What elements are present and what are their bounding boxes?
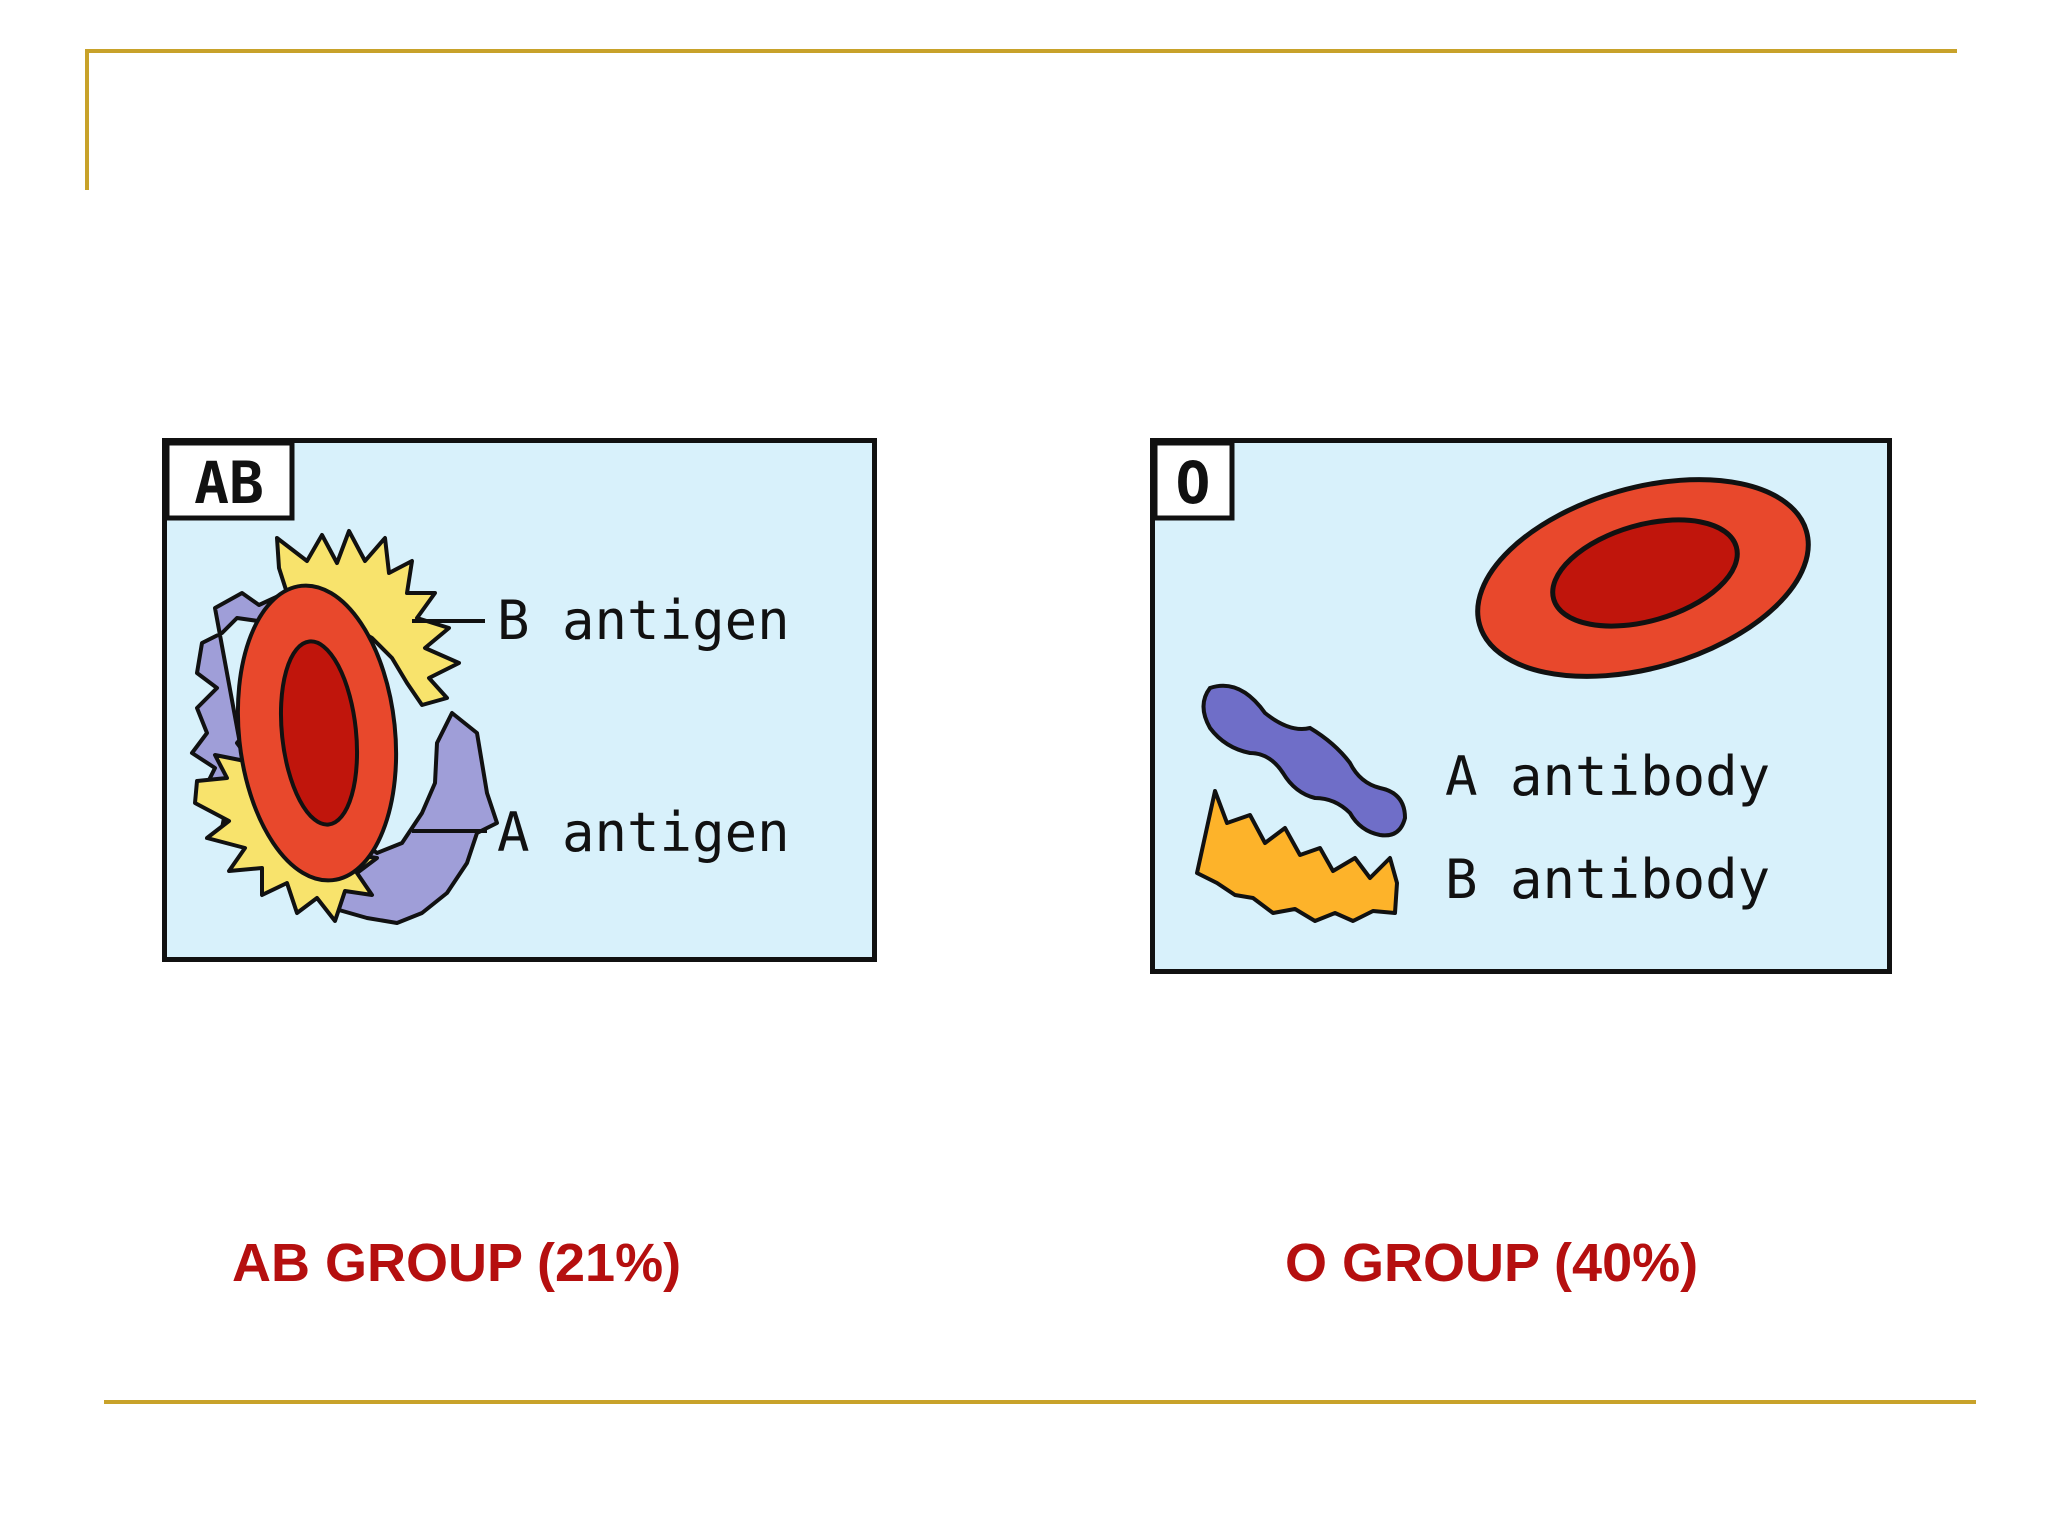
o-badge-box [1155,443,1235,521]
bottom-rule [104,1400,1976,1404]
b-antibody-shape [1195,789,1399,923]
o-group-panel: O A antibody B antibody [1150,438,1892,974]
top-rule [85,49,1957,53]
ab-group-illustration: AB B antigen A antigen [167,443,790,925]
ab-badge-box [167,443,295,521]
ab-badge-text: AB [194,449,264,517]
o-group-illustration: O A antibody B antibody [1155,443,1811,923]
o-red-blood-cell-center [1550,517,1740,629]
b-antigen-label: B antigen [497,589,790,652]
o-group-caption: O GROUP (40%) [1285,1233,1699,1293]
a-antibody-shape [1201,683,1408,838]
b-antibody-label: B antibody [1445,848,1770,911]
a-antibody-label: A antibody [1445,745,1770,808]
a-antigen-label: A antigen [497,801,790,864]
o-badge-text: O [1176,449,1211,517]
ab-group-caption: AB GROUP (21%) [232,1233,682,1293]
ab-group-panel: AB B antigen A antigen [162,438,877,962]
ab-red-blood-cell-center [278,639,360,827]
left-rule [85,49,89,190]
